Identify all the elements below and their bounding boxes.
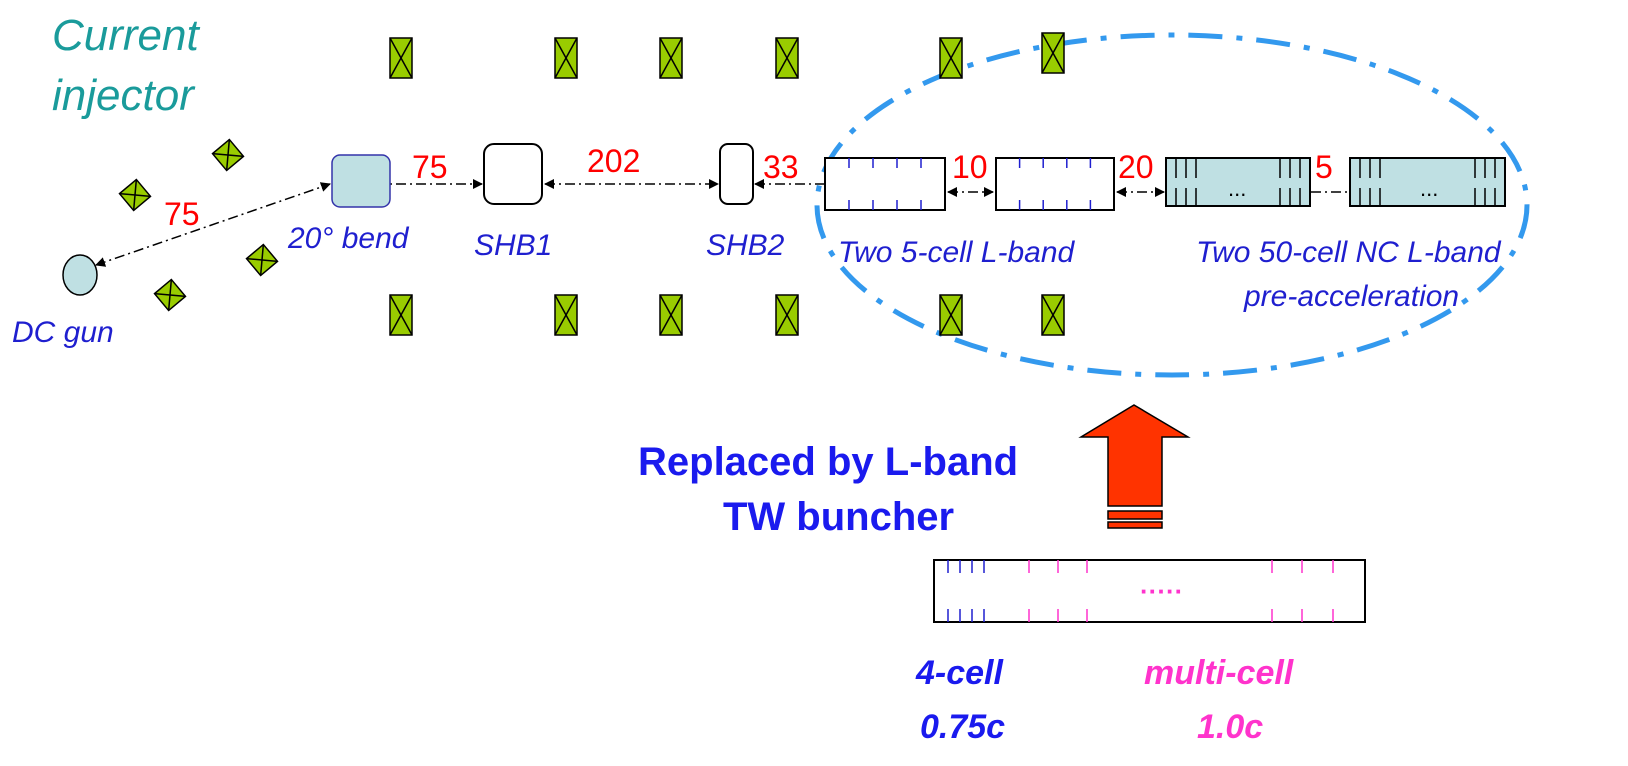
five-cell-cavity-2 (995, 157, 1115, 211)
label-bend: 20° bend (287, 222, 410, 255)
fifty-cell-cavity-2 (1349, 157, 1506, 207)
magnet (118, 178, 152, 212)
magnet (939, 294, 963, 336)
magnet (389, 37, 413, 79)
fifty-cell-ticks (1175, 158, 1496, 206)
label-fifty-cell-2: pre-acceleration (1243, 280, 1459, 313)
magnet (659, 294, 683, 336)
cell-ticks (848, 158, 1092, 210)
shb2-cavity (719, 143, 754, 205)
buncher-dots: ····· (1140, 576, 1183, 606)
label-five-cell: Two 5-cell L-band (838, 236, 1076, 269)
magnet (245, 243, 279, 277)
label-multicell: multi-cell (1144, 654, 1295, 692)
magnet (775, 37, 799, 79)
fifty-cell-cavity-1 (1165, 157, 1311, 207)
distance-5cell-5cell: 10 (952, 149, 988, 185)
replacement-arrow (1078, 404, 1191, 529)
distance-5cell-50cell: 20 (1118, 149, 1154, 185)
magnet (554, 294, 578, 336)
magnet-group (118, 32, 1065, 336)
dc-gun (62, 254, 98, 296)
magnet (1041, 32, 1065, 74)
title-line-2: injector (52, 71, 196, 120)
label-4cell: 4-cell (915, 654, 1004, 692)
shb1-cavity (483, 143, 543, 205)
magnet (1041, 294, 1065, 336)
magnet (939, 37, 963, 79)
label-dc-gun: DC gun (12, 316, 114, 349)
distance-gun-bend: 75 (164, 196, 200, 232)
replacement-region-ellipse (814, 32, 1530, 378)
label-shb1: SHB1 (474, 229, 552, 262)
label-4cell-velocity: 0.75c (920, 708, 1005, 746)
distance-shb2-5cell: 33 (763, 149, 799, 185)
magnet (659, 37, 683, 79)
distance-50cell-50cell: 5 (1315, 149, 1333, 185)
distance-shb1-shb2: 202 (587, 143, 640, 179)
buncher-ticks (947, 560, 1334, 622)
ellipsis-cavity-2: ... (1420, 176, 1438, 201)
label-fifty-cell-1: Two 50-cell NC L-band (1196, 236, 1502, 269)
replacement-text-2: TW buncher (723, 495, 954, 539)
magnet (554, 37, 578, 79)
ellipsis-cavity-1: ... (1228, 176, 1246, 201)
dim-gun-bend (95, 182, 331, 267)
label-shb2: SHB2 (706, 229, 785, 262)
five-cell-cavity-1 (824, 157, 946, 211)
magnet (775, 294, 799, 336)
magnet (389, 294, 413, 336)
bend-magnet (331, 154, 391, 208)
label-multicell-velocity: 1.0c (1197, 708, 1263, 746)
replacement-text-1: Replaced by L-band (638, 440, 1018, 484)
title-line-1: Current (52, 11, 200, 60)
tw-buncher (933, 559, 1366, 623)
magnet (211, 138, 245, 172)
magnet (153, 278, 187, 312)
distance-bend-shb1: 75 (412, 149, 448, 185)
